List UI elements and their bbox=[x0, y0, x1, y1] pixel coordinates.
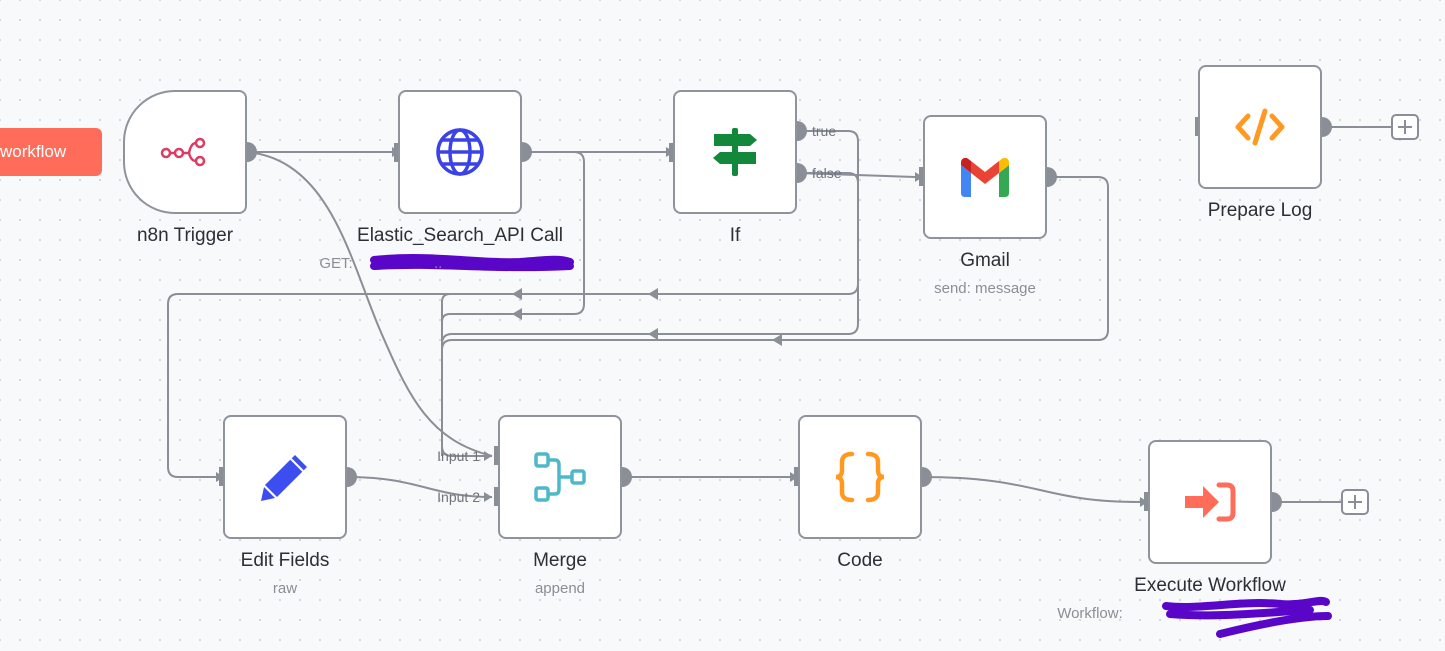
arrowhead bbox=[484, 451, 492, 461]
connection-editfields-merge bbox=[346, 476, 493, 498]
node-label-gmail: Gmail bbox=[960, 250, 1010, 271]
connection-if-true-merge bbox=[441, 293, 520, 456]
pencil-icon bbox=[259, 451, 311, 503]
redaction-scribble bbox=[1162, 596, 1332, 638]
node-merge[interactable] bbox=[498, 415, 622, 539]
node-label-elastic-search: Elastic_Search_API Call bbox=[357, 225, 563, 246]
gmail-icon bbox=[958, 157, 1012, 197]
node-if[interactable] bbox=[673, 90, 797, 214]
connection-trigger-merge bbox=[246, 151, 493, 457]
trigger-icon bbox=[160, 137, 210, 167]
node-subtitle-edit-fields: raw bbox=[272, 580, 298, 597]
sign-in-icon bbox=[1183, 482, 1237, 522]
output-label-false: false bbox=[812, 165, 842, 181]
globe-icon bbox=[434, 126, 486, 178]
flow-arrow bbox=[512, 308, 522, 320]
code-icon bbox=[1234, 107, 1286, 147]
curly-braces-icon bbox=[834, 450, 886, 504]
arrowhead bbox=[484, 492, 492, 502]
node-label-prepare-log: Prepare Log bbox=[1207, 200, 1313, 221]
flow-arrow bbox=[772, 334, 782, 346]
node-label-execute-workflow: Execute Workflow bbox=[1134, 575, 1286, 596]
connection-if-false-merge bbox=[441, 172, 859, 456]
node-prepare-log[interactable] bbox=[1198, 65, 1322, 189]
connection-code-execute bbox=[921, 476, 1141, 503]
node-label-code: Code bbox=[837, 550, 883, 571]
input-label-2: Input 2 bbox=[437, 489, 480, 505]
add-node-button bbox=[1341, 489, 1369, 515]
connection-gmail-merge bbox=[441, 176, 1109, 456]
add-node-button bbox=[1391, 114, 1419, 140]
workflow-tab[interactable]: workflow bbox=[0, 128, 102, 176]
node-subtitle-elastic-search: GET: bbox=[319, 255, 353, 272]
node-label-edit-fields: Edit Fields bbox=[240, 550, 330, 571]
flow-arrow bbox=[648, 328, 658, 340]
node-subtitle-merge: append bbox=[534, 580, 586, 597]
node-elastic-search-api-call[interactable] bbox=[398, 90, 522, 214]
node-subtitle-gmail: send: message bbox=[934, 280, 1036, 297]
signpost-icon bbox=[710, 126, 760, 178]
flow-arrow bbox=[648, 288, 658, 300]
node-n8n-trigger[interactable] bbox=[123, 90, 247, 214]
node-edit-fields[interactable] bbox=[223, 415, 347, 539]
node-execute-workflow[interactable] bbox=[1148, 440, 1272, 564]
node-label-if: If bbox=[729, 225, 741, 246]
node-label-n8n-trigger: n8n Trigger bbox=[136, 225, 234, 246]
node-subtitle-execute-workflow: Workflow: bbox=[1057, 605, 1123, 622]
flow-arrow bbox=[512, 288, 522, 300]
node-label-merge: Merge bbox=[533, 550, 587, 571]
node-code[interactable] bbox=[798, 415, 922, 539]
subtitle-ellipsis: .. bbox=[434, 255, 443, 272]
redaction-scribble bbox=[370, 254, 574, 272]
output-label-true: true bbox=[812, 123, 837, 139]
node-gmail[interactable] bbox=[923, 115, 1047, 239]
merge-icon bbox=[533, 451, 587, 503]
input-label-1: Input 1 bbox=[437, 448, 480, 464]
